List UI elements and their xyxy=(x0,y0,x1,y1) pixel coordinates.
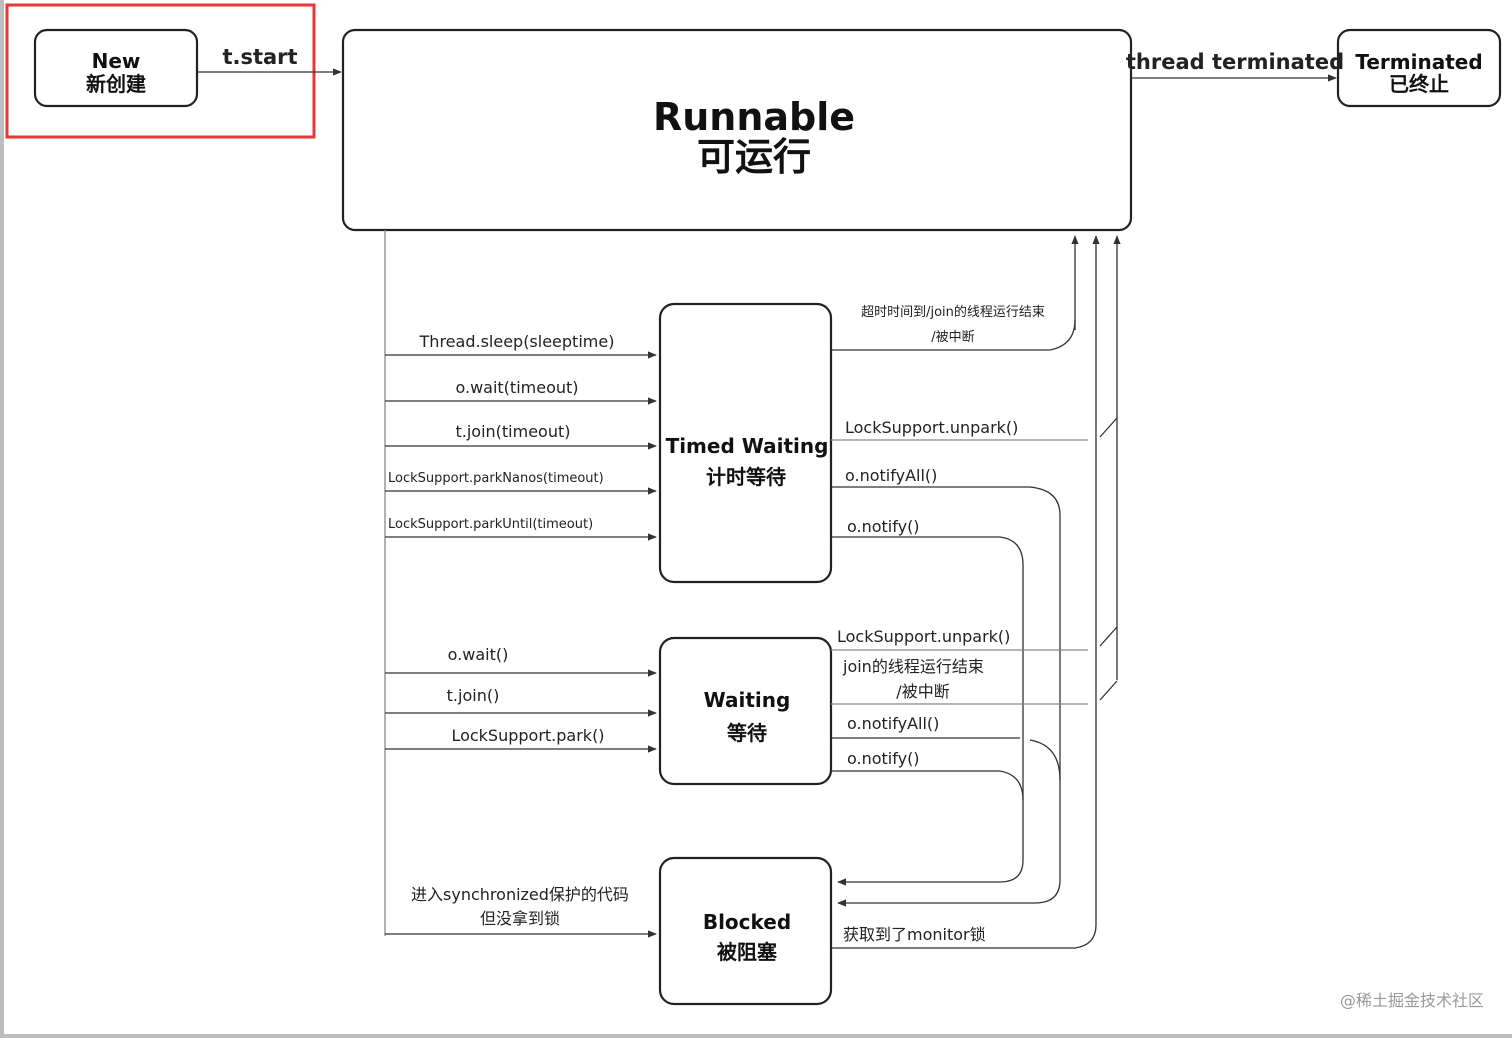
transitions-from-waiting: LockSupport.unpark() join的线程运行结束 /被中断 o.… xyxy=(831,626,1118,801)
state-waiting-en: Waiting xyxy=(704,688,791,712)
state-new-zh: 新创建 xyxy=(86,72,146,96)
state-new: New 新创建 xyxy=(33,28,199,108)
state-timed-waiting: Timed Waiting 计时等待 xyxy=(658,302,833,584)
label-t-join: t.join() xyxy=(447,686,500,705)
label-blocked-monitor: 获取到了monitor锁 xyxy=(843,925,986,944)
state-timed-waiting-zh: 计时等待 xyxy=(706,465,786,489)
state-waiting-zh: 等待 xyxy=(727,721,767,745)
label-w-unpark: LockSupport.unpark() xyxy=(837,627,1010,646)
state-waiting: Waiting 等待 xyxy=(658,636,833,786)
label-w-join-2: /被中断 xyxy=(896,682,949,701)
state-terminated-en: Terminated xyxy=(1355,50,1482,74)
label-o-wait: o.wait() xyxy=(448,645,509,664)
label-tw-unpark: LockSupport.unpark() xyxy=(845,418,1018,437)
label-tw-timeout-2: /被中断 xyxy=(931,330,974,345)
transition-start-label: t.start xyxy=(222,45,297,69)
transition-terminated: thread terminated xyxy=(1126,50,1344,82)
label-parkuntil: LockSupport.parkUntil(timeout) xyxy=(388,517,593,532)
return-arrows-to-runnable xyxy=(1071,235,1121,925)
transition-from-blocked: 获取到了monitor锁 xyxy=(831,924,1097,949)
label-locksupport-park: LockSupport.park() xyxy=(451,726,604,745)
watermark: @稀土掘金技术社区 xyxy=(1340,991,1484,1010)
transitions-to-timed-waiting: Thread.sleep(sleeptime) o.wait(timeout) … xyxy=(385,332,657,541)
label-tw-notifyall: o.notifyAll() xyxy=(845,466,937,485)
label-tw-notify: o.notify() xyxy=(847,517,920,536)
label-parknanos: LockSupport.parkNanos(timeout) xyxy=(388,471,604,486)
label-t-join-timeout: t.join(timeout) xyxy=(455,422,570,441)
state-runnable-zh: 可运行 xyxy=(697,135,811,179)
state-blocked-zh: 被阻塞 xyxy=(717,940,778,964)
label-to-blocked-1: 进入synchronized保护的代码 xyxy=(411,885,629,904)
transitions-from-timed-waiting: 超时时间到/join的线程运行结束 /被中断 LockSupport.unpar… xyxy=(831,304,1118,907)
state-timed-waiting-en: Timed Waiting xyxy=(666,434,829,458)
label-thread-sleep: Thread.sleep(sleeptime) xyxy=(419,332,615,351)
label-tw-timeout-1: 超时时间到/join的线程运行结束 xyxy=(861,304,1045,320)
transitions-to-waiting: o.wait() t.join() LockSupport.park() xyxy=(385,645,657,753)
transition-start: t.start xyxy=(197,45,342,76)
state-terminated: Terminated 已终止 xyxy=(1336,28,1502,108)
label-o-wait-timeout: o.wait(timeout) xyxy=(455,378,578,397)
new-state-highlight xyxy=(5,3,316,139)
label-w-join-1: join的线程运行结束 xyxy=(842,657,984,676)
state-terminated-zh: 已终止 xyxy=(1389,72,1449,96)
state-runnable-en: Runnable xyxy=(653,95,855,139)
state-blocked: Blocked 被阻塞 xyxy=(658,856,833,1006)
state-runnable: Runnable 可运行 xyxy=(341,28,1133,232)
state-blocked-en: Blocked xyxy=(703,910,791,934)
label-w-notify: o.notify() xyxy=(847,749,920,768)
state-new-en: New xyxy=(92,49,141,73)
label-to-blocked-2: 但没拿到锁 xyxy=(480,909,560,928)
transition-to-blocked: 进入synchronized保护的代码 但没拿到锁 xyxy=(385,885,657,938)
label-w-notifyall: o.notifyAll() xyxy=(847,714,939,733)
transition-terminated-label: thread terminated xyxy=(1126,50,1344,74)
